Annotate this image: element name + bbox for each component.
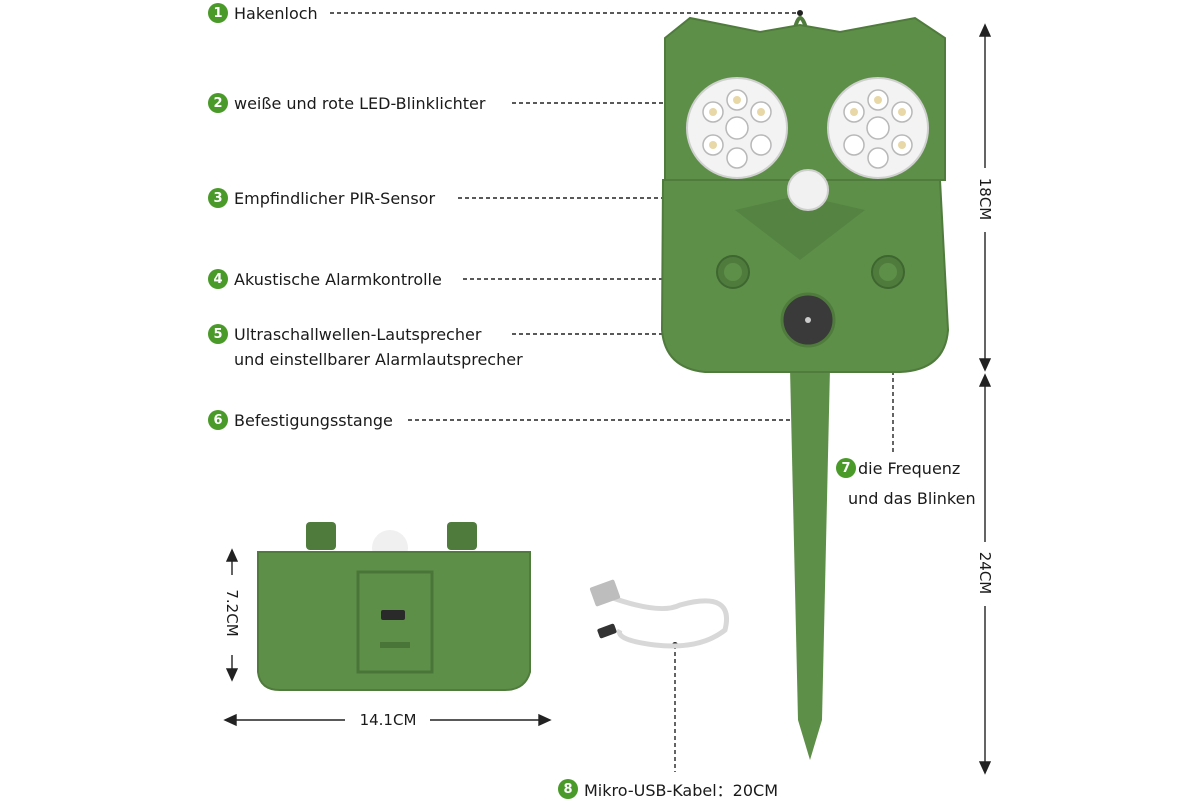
callout-number: 4 [208,269,228,289]
callout-pir-sensor: 3 Empfindlicher PIR-Sensor [208,188,435,208]
dimension-arrows [223,23,992,775]
dimension-height-bottom: 24CM [976,551,994,595]
callout-label: Empfindlicher PIR-Sensor [234,188,436,208]
callout-hook-hole: 1 Hakenloch [208,3,318,23]
callout-number: 1 [208,3,228,23]
side-box [257,522,531,691]
dimension-box-width: 14.1CM [359,711,417,729]
callout-label: Befestigungsstange [234,410,393,430]
owl-device [660,16,950,760]
callout-alarm-control: 4 Akustische Alarmkontrolle [208,269,442,289]
callout-number: 7 [836,458,856,478]
callout-number: 8 [558,779,578,799]
callout-frequency-line2: und das Blinken [848,489,976,508]
callout-label: weiße und rote LED-Blinklichter [234,93,486,113]
callout-usb-cable: 8 Mikro-USB-Kabel：20CM [558,777,778,801]
callout-number: 2 [208,93,228,113]
callout-label: Akustische Alarmkontrolle [234,269,442,289]
callout-led-lights: 2 weiße und rote LED-Blinklichter [208,93,485,113]
callout-label: Mikro-USB-Kabel：20CM [584,781,779,800]
dimension-box-height: 7.2CM [223,589,241,637]
callout-number: 3 [208,188,228,208]
callout-label: Hakenloch [234,3,318,23]
callout-number: 6 [208,410,228,430]
callout-speaker-line2: und einstellbarer Alarmlautsprecher [234,350,523,369]
callout-label: Ultraschallwellen-Lautsprecher [234,324,482,344]
callout-number: 5 [208,324,228,344]
callout-mounting-stake: 6 Befestigungsstange [208,410,393,430]
usb-cable [589,579,729,649]
dimension-height-top: 18CM [976,177,994,221]
callout-label: die Frequenz [858,458,961,478]
callout-frequency: 7 die Frequenz [836,458,960,478]
callout-speaker: 5 Ultraschallwellen-Lautsprecher [208,324,481,344]
